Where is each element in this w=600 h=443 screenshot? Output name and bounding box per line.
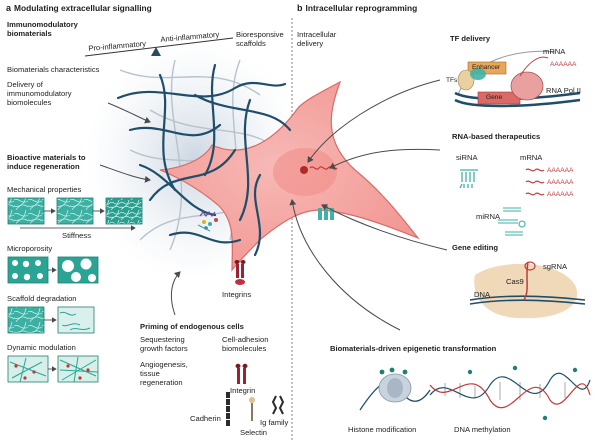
panel-a-arrows — [99, 102, 181, 316]
sequestering-label: Sequestering growth factors — [140, 335, 188, 353]
microporosity-tiles — [7, 256, 99, 284]
methylation-label: DNA methylation — [454, 425, 511, 434]
mirna-label: miRNA — [476, 212, 501, 221]
dark-fibers — [116, 63, 292, 257]
inflammation-seesaw — [84, 37, 234, 57]
epigenetic-title: Biomaterials-driven epigenetic transform… — [330, 344, 497, 353]
dynamic-tiles — [7, 355, 99, 383]
rna-pol-label: RNA Pol II — [546, 86, 582, 95]
angiogenesis-label: Angiogenesis, tissue regeneration — [140, 360, 188, 387]
polya-tail-3: AAAAAA — [547, 191, 574, 198]
degradation-label: Scaffold degradation — [7, 294, 77, 303]
delivery-label: Delivery of immunomodulatory biomolecule… — [7, 80, 72, 107]
sgrna-label: sgRNA — [543, 262, 568, 271]
stiffness-label: Stiffness — [62, 231, 91, 240]
tfs-label: TFs — [446, 77, 458, 84]
cas9-label: Cas9 — [506, 277, 524, 286]
dna-label: DNA — [474, 290, 491, 299]
gene-editing-title: Gene editing — [452, 243, 498, 252]
cadherin-label: Cadherin — [190, 414, 221, 423]
immunomodulatory-title: Immunomodulatory biomaterials — [7, 20, 78, 38]
gene-label: Gene — [486, 94, 503, 101]
polya-tail-1: AAAAAA — [547, 167, 574, 174]
panel-b-arrows — [289, 79, 448, 331]
mechanical-label: Mechanical properties — [7, 185, 82, 194]
rna-therapeutics-title: RNA-based therapeutics — [452, 132, 541, 141]
microporosity-label: Microporosity — [7, 244, 53, 253]
ig-family-label: Ig family — [260, 418, 289, 427]
polya-tail-2: AAAAAA — [547, 179, 574, 186]
adhesion-molecules — [226, 363, 285, 426]
bioresponsive-label: Bioresponsive scaffolds — [236, 30, 284, 48]
dynamic-label: Dynamic modulation — [7, 343, 76, 352]
gene-editing-diagram — [469, 261, 586, 319]
intracellular-delivery-label: Intracellular delivery — [297, 30, 337, 48]
priming-title: Priming of endogenous cells — [140, 322, 244, 331]
degradation-tiles — [7, 306, 95, 334]
mechanical-tiles — [7, 197, 143, 231]
tf-delivery-diagram — [454, 50, 581, 108]
cell-adhesion-label: Cell-adhesion biomolecules — [222, 335, 269, 353]
polya-tail: AAAAAA — [550, 61, 577, 68]
bioactive-title: Bioactive materials to induce regenerati… — [7, 153, 86, 171]
tf-delivery-title: TF delivery — [450, 34, 491, 43]
integrin-label: Integrin — [230, 386, 256, 395]
cell-integrin — [234, 260, 246, 285]
selectin-label: Selectin — [240, 428, 268, 437]
mrna-label: mRNA — [543, 47, 566, 56]
sirna-label: siRNA — [456, 153, 478, 162]
rna-therapeutics-icons — [459, 168, 545, 236]
membrane-channel — [318, 206, 334, 220]
epigenetic-diagram — [359, 365, 591, 421]
characteristics-label: Biomaterials characteristics — [7, 65, 100, 74]
integrins-label: Integrins — [222, 290, 252, 299]
mrna2-label: mRNA — [520, 153, 543, 162]
growth-factor-cluster — [197, 211, 218, 232]
enhancer-label: Enhancer — [472, 64, 501, 71]
histone-label: Histone modification — [348, 425, 417, 434]
